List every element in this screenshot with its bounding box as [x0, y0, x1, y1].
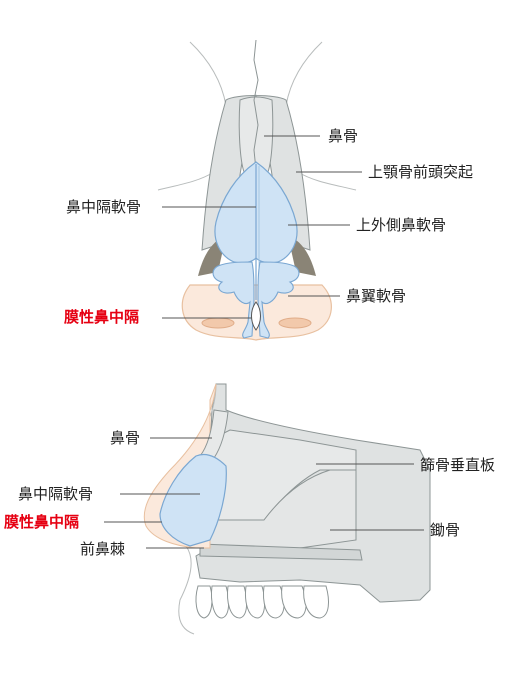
left-nostril — [201, 317, 235, 329]
label-membranous-septum-side: 膜性鼻中隔 — [4, 513, 80, 531]
side-view — [104, 383, 431, 635]
teeth — [195, 585, 329, 619]
label-upper-lateral-cartilage: 上外側鼻軟骨 — [356, 216, 447, 234]
front-view — [157, 39, 362, 341]
label-ethmoid-plate: 篩骨垂直板 — [420, 456, 496, 474]
label-septal-cartilage-side: 鼻中隔軟骨 — [18, 485, 94, 503]
label-nasal-bone-front: 鼻骨 — [328, 127, 359, 145]
palate — [199, 543, 363, 561]
label-alar-cartilage: 鼻翼軟骨 — [346, 287, 407, 305]
label-anterior-nasal-spine: 前鼻棘 — [80, 540, 126, 558]
label-septal-cartilage-front: 鼻中隔軟骨 — [66, 198, 142, 216]
nasal-suture — [253, 39, 259, 171]
label-frontal-process: 上顎骨前頭突起 — [368, 163, 474, 181]
right-nostril — [278, 317, 312, 329]
label-vomer: 鋤骨 — [430, 521, 461, 539]
label-nasal-bone-side: 鼻骨 — [110, 429, 141, 447]
label-membranous-septum-front: 膜性鼻中隔 — [64, 308, 140, 326]
membranous-septum-front — [251, 301, 261, 331]
